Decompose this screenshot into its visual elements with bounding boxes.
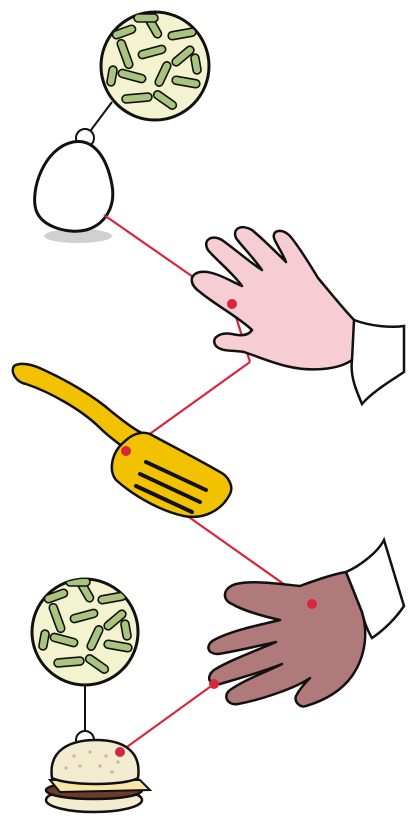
contaminated-hand-icon [208, 572, 365, 706]
contaminated-hand [208, 540, 404, 706]
raw-egg-icon [35, 141, 113, 231]
bacteria-magnifier-top [76, 12, 209, 147]
transfer-dot-spatula [121, 446, 131, 456]
spatula [13, 364, 232, 517]
transfer-dot-burger [115, 747, 125, 757]
top-bun [52, 740, 139, 784]
bacteria-magnifier-bottom [32, 577, 138, 749]
clean-hand-icon [192, 227, 356, 369]
clean-hand [192, 227, 404, 404]
hamburger-icon [46, 740, 150, 812]
raw-egg [35, 141, 113, 243]
clean-hand-sleeve [352, 320, 404, 404]
transfer-dot-contaminated-hand [307, 599, 317, 609]
magnifier-connector-top [88, 102, 112, 134]
spatula-handle [13, 364, 140, 448]
transfer-dot-clean-hand [227, 299, 237, 309]
transfer-dot-finger [209, 679, 219, 689]
transfer-line-hand-to-burger [120, 684, 214, 752]
